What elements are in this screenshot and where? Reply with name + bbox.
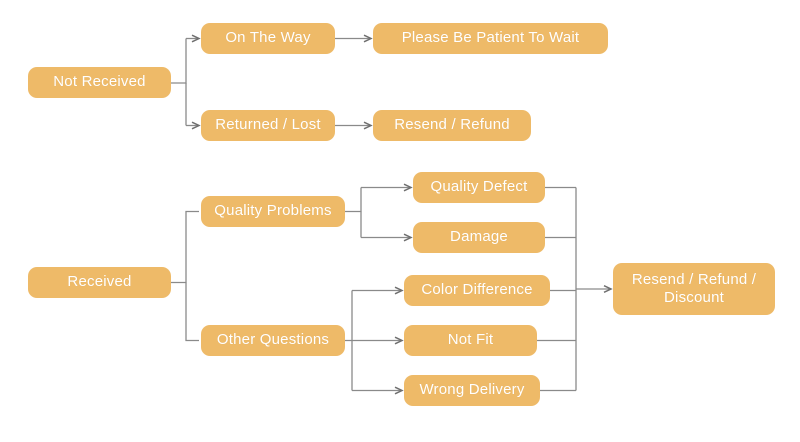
node-label: Quality Defect: [430, 178, 528, 196]
node-other-questions[interactable]: Other Questions: [201, 325, 345, 356]
node-resend-refund[interactable]: Resend / Refund: [373, 110, 531, 141]
node-label: Not Received: [53, 73, 146, 91]
node-label: Color Difference: [421, 281, 533, 299]
node-on-the-way[interactable]: On The Way: [201, 23, 335, 54]
edge-quality-problems-trunk: [345, 187, 362, 213]
node-resend-refund-discount[interactable]: Resend / Refund / Discount: [613, 263, 775, 315]
node-please-be-patient-to-wait[interactable]: Please Be Patient To Wait: [373, 23, 608, 54]
node-returned-lost[interactable]: Returned / Lost: [201, 110, 335, 141]
node-label: Returned / Lost: [215, 116, 321, 134]
edge-other-questions-trunk: [345, 290, 353, 342]
edge-received-trunk-down: [185, 282, 199, 342]
edge-received-trunk: [171, 210, 199, 284]
node-label: Please Be Patient To Wait: [401, 29, 580, 47]
edge-not-received-trunk: [171, 38, 187, 84]
node-label: Received: [67, 273, 132, 291]
node-label: Not Fit: [447, 331, 494, 349]
node-damage[interactable]: Damage: [413, 222, 545, 253]
node-color-difference[interactable]: Color Difference: [404, 275, 550, 306]
node-label: On The Way: [225, 29, 311, 47]
node-quality-problems[interactable]: Quality Problems: [201, 196, 345, 227]
node-not-fit[interactable]: Not Fit: [404, 325, 537, 356]
node-label: Damage: [450, 228, 508, 246]
node-quality-defect[interactable]: Quality Defect: [413, 172, 545, 203]
node-not-received[interactable]: Not Received: [28, 67, 171, 98]
node-label: Resend / Refund / Discount: [631, 270, 757, 306]
node-label: Wrong Delivery: [419, 381, 525, 399]
node-label: Quality Problems: [214, 202, 332, 220]
node-label: Other Questions: [216, 331, 330, 349]
node-wrong-delivery[interactable]: Wrong Delivery: [404, 375, 540, 406]
node-received[interactable]: Received: [28, 267, 171, 298]
node-label: Resend / Refund: [394, 116, 510, 134]
